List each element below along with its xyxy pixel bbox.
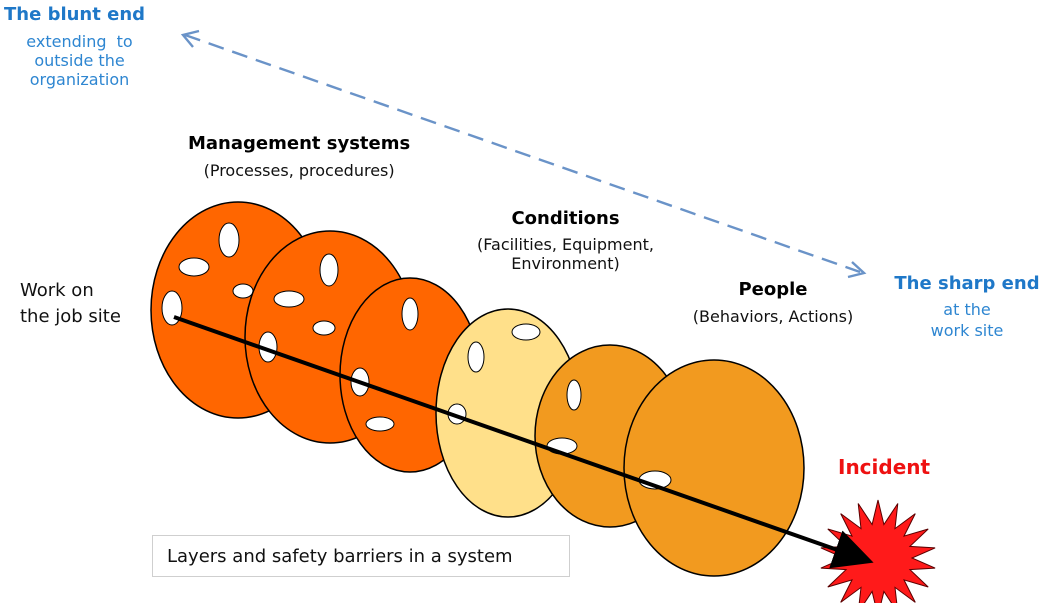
layer-5-hole [566, 379, 582, 411]
layer-2-hole [319, 253, 339, 287]
work-on-job-site-label: Work on the job site [20, 278, 121, 330]
management-systems-subtitle: (Processes, procedures) [203, 160, 395, 180]
layer-3-hole [401, 297, 419, 331]
blunt-end-line: organization [29, 69, 130, 89]
incident-burst-icon [820, 499, 936, 603]
caption-box: Layers and safety barriers in a system [152, 535, 570, 577]
conditions-line: (Facilities, Equipment, [477, 234, 654, 254]
management-systems-title: Management systems [188, 133, 411, 154]
people-block: People (Behaviors, Actions) [683, 279, 863, 326]
blunt-end-description: extending to outside the organization [14, 32, 145, 90]
conditions-line: Environment) [511, 253, 620, 273]
safety-layers [150, 201, 805, 577]
caption-text: Layers and safety barriers in a system [167, 545, 513, 567]
blunt-end-line: outside the [34, 50, 125, 70]
sharp-end-block: The sharp end at the work site [887, 273, 1047, 340]
people-subtitle: (Behaviors, Actions) [692, 306, 854, 326]
incident-label: Incident [838, 455, 931, 479]
conditions-block: Conditions (Facilities, Equipment, Envir… [463, 208, 668, 273]
layer-4-hole [511, 323, 541, 341]
blunt-end-line: extending to [26, 31, 133, 51]
sharp-end-line: work site [930, 320, 1004, 340]
layer-1-hole [232, 283, 254, 299]
layer-6-disc [623, 359, 805, 577]
layer-3-hole [365, 416, 395, 432]
blunt-sharp-double-arrow [180, 29, 867, 279]
conditions-title: Conditions [511, 208, 620, 229]
management-systems-block: Management systems (Processes, procedure… [188, 133, 410, 180]
layer-2-hole [273, 290, 305, 308]
layer-2-hole [312, 320, 336, 336]
work-on-site-line: Work on [20, 280, 94, 301]
dashed-arrow-head-right [847, 261, 867, 279]
sharp-end-line: at the [943, 299, 991, 319]
layer-1-hole [218, 222, 240, 258]
dashed-arrow-head-left [180, 29, 200, 48]
dashed-arrow-line [184, 33, 861, 274]
sharp-end-title: The sharp end [894, 273, 1040, 294]
people-title: People [738, 279, 808, 300]
blunt-end-block: The blunt end extending to outside the o… [4, 4, 145, 89]
work-on-site-line: the job site [20, 306, 121, 328]
blunt-end-title: The blunt end [4, 4, 146, 25]
layer-6 [623, 359, 805, 577]
layer-4-hole [467, 341, 485, 373]
accident-trajectory-arrow [173, 315, 874, 569]
layer-1-hole [178, 257, 210, 277]
